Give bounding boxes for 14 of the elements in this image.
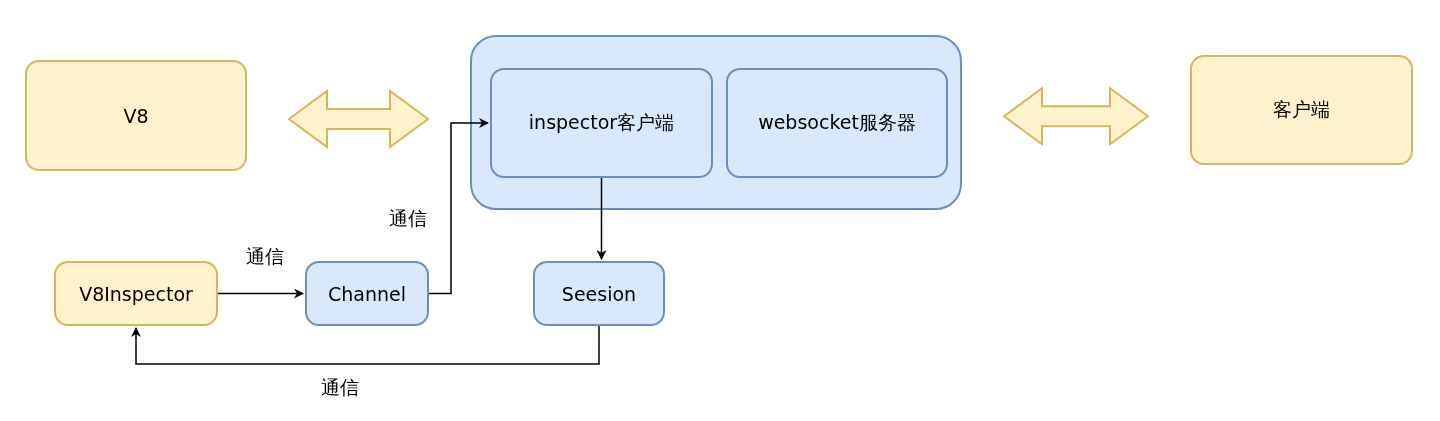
arrow [217, 288, 304, 299]
process-box: inspector客户端 [490, 68, 713, 178]
arrow [596, 177, 607, 260]
process-box: websocket服务器 [726, 68, 948, 178]
process-box: Seesion [533, 261, 665, 326]
arrow [428, 118, 489, 295]
process-box: 客户端 [1190, 55, 1413, 165]
process-box: V8Inspector [54, 261, 218, 326]
process-box: Channel [305, 261, 429, 326]
double-arrow [1002, 86, 1150, 147]
process-box: V8 [25, 60, 247, 171]
arrow [131, 325, 600, 365]
double-arrow [287, 89, 430, 149]
group-box [470, 35, 962, 210]
